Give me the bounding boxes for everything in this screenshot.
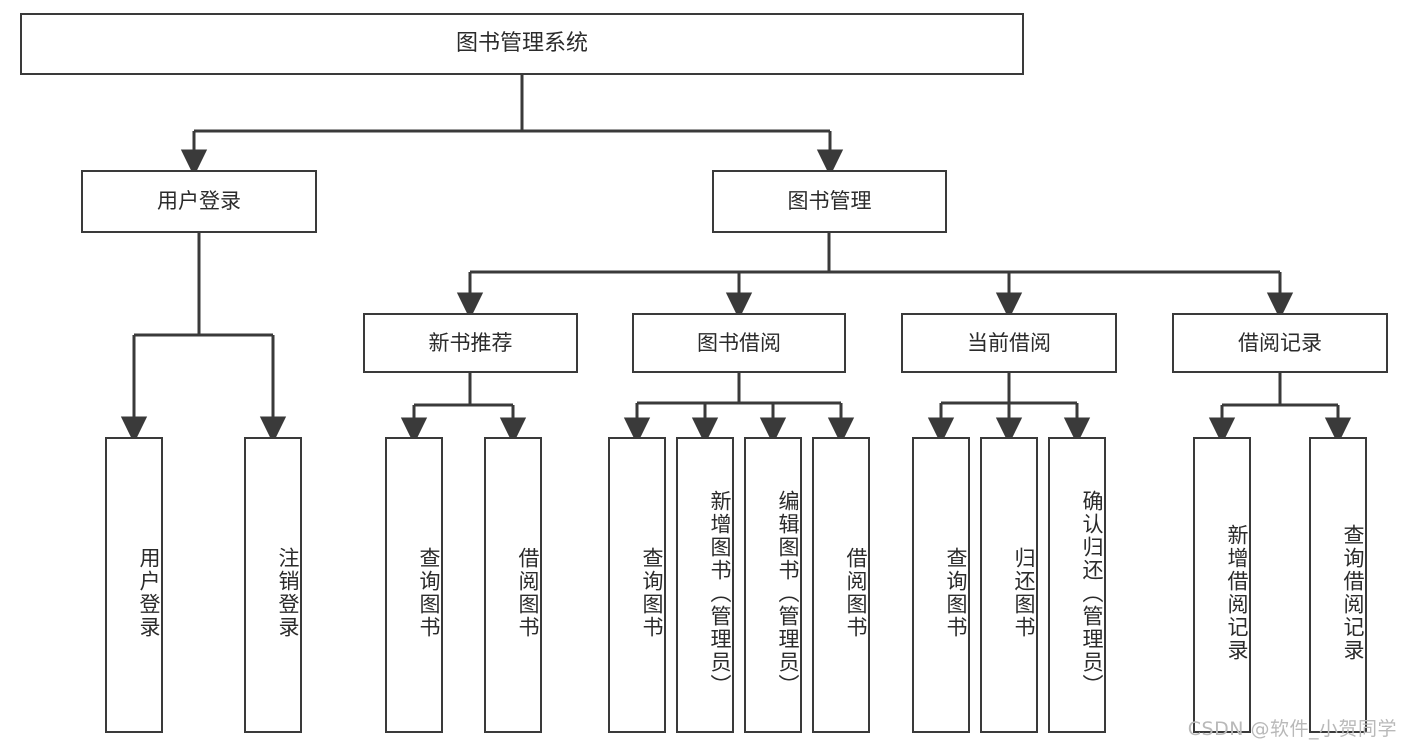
- node-label: 借阅图书: [516, 547, 540, 639]
- leaf-record-add-record[interactable]: 新增借阅记录: [1193, 437, 1251, 733]
- node-label: 查询图书: [640, 547, 664, 639]
- node-user-login[interactable]: 用户登录: [81, 170, 317, 233]
- leaf-current-return-book[interactable]: 归还图书: [980, 437, 1038, 733]
- node-label: 查询图书: [944, 547, 968, 639]
- leaf-user-login-login[interactable]: 用户登录: [105, 437, 163, 733]
- leaf-record-query-record[interactable]: 查询借阅记录: [1309, 437, 1367, 733]
- node-label: 借阅图书: [844, 547, 868, 639]
- leaf-recommend-borrow-book[interactable]: 借阅图书: [484, 437, 542, 733]
- node-label: 图书借阅: [697, 330, 781, 355]
- node-book-borrow[interactable]: 图书借阅: [632, 313, 846, 373]
- node-book-management[interactable]: 图书管理: [712, 170, 947, 233]
- leaf-current-query-book[interactable]: 查询图书: [912, 437, 970, 733]
- node-label: 图书管理系统: [455, 31, 588, 57]
- node-label: 新增借阅记录: [1225, 524, 1249, 662]
- leaf-recommend-query-book[interactable]: 查询图书: [385, 437, 443, 733]
- leaf-borrow-add-book-admin[interactable]: 新增图书（管理员）: [676, 437, 734, 733]
- node-label: 注销登录: [276, 547, 300, 639]
- node-label: 当前借阅: [967, 330, 1051, 355]
- leaf-user-login-logout[interactable]: 注销登录: [244, 437, 302, 733]
- node-label: 用户登录: [137, 547, 161, 639]
- node-label: 图书管理: [787, 189, 872, 214]
- node-label: 用户登录: [157, 189, 241, 214]
- node-label: 归还图书: [1012, 547, 1036, 639]
- leaf-borrow-query-book[interactable]: 查询图书: [608, 437, 666, 733]
- node-root-book-management-system[interactable]: 图书管理系统: [20, 13, 1024, 75]
- node-current-borrow[interactable]: 当前借阅: [901, 313, 1117, 373]
- node-borrow-record[interactable]: 借阅记录: [1172, 313, 1388, 373]
- leaf-borrow-borrow-book[interactable]: 借阅图书: [812, 437, 870, 733]
- node-label: 编辑图书（管理员）: [776, 489, 800, 697]
- node-label: 新书推荐: [428, 330, 513, 355]
- node-new-book-recommend[interactable]: 新书推荐: [363, 313, 578, 373]
- node-label: 借阅记录: [1238, 330, 1322, 355]
- node-label: 查询图书: [417, 547, 441, 639]
- node-label: 新增图书（管理员）: [708, 489, 732, 697]
- leaf-borrow-edit-book-admin[interactable]: 编辑图书（管理员）: [744, 437, 802, 733]
- node-label: 查询借阅记录: [1341, 524, 1365, 662]
- node-label: 确认归还（管理员）: [1080, 489, 1104, 697]
- leaf-current-confirm-return-admin[interactable]: 确认归还（管理员）: [1048, 437, 1106, 733]
- csdn-watermark: CSDN @软件_小贺同学: [1187, 718, 1397, 740]
